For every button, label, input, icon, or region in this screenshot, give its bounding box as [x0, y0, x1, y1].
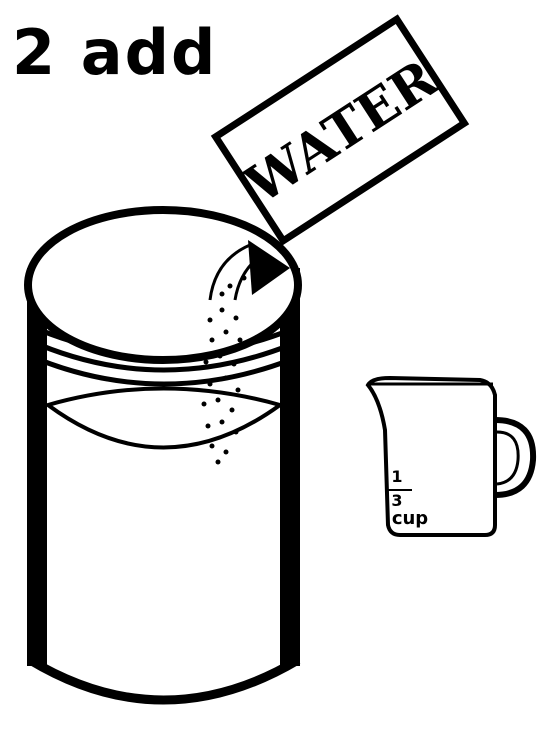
water-surface	[48, 389, 280, 448]
water-packet: WATER	[216, 19, 465, 241]
cup-handle-inner	[497, 432, 518, 484]
cup-fraction-numerator: 1	[391, 467, 402, 486]
cup-body	[368, 378, 495, 535]
jar-right-wall	[280, 268, 300, 666]
cup-unit: cup	[392, 508, 428, 529]
jar-bottom	[30, 660, 298, 700]
jar-left-wall	[27, 268, 47, 666]
